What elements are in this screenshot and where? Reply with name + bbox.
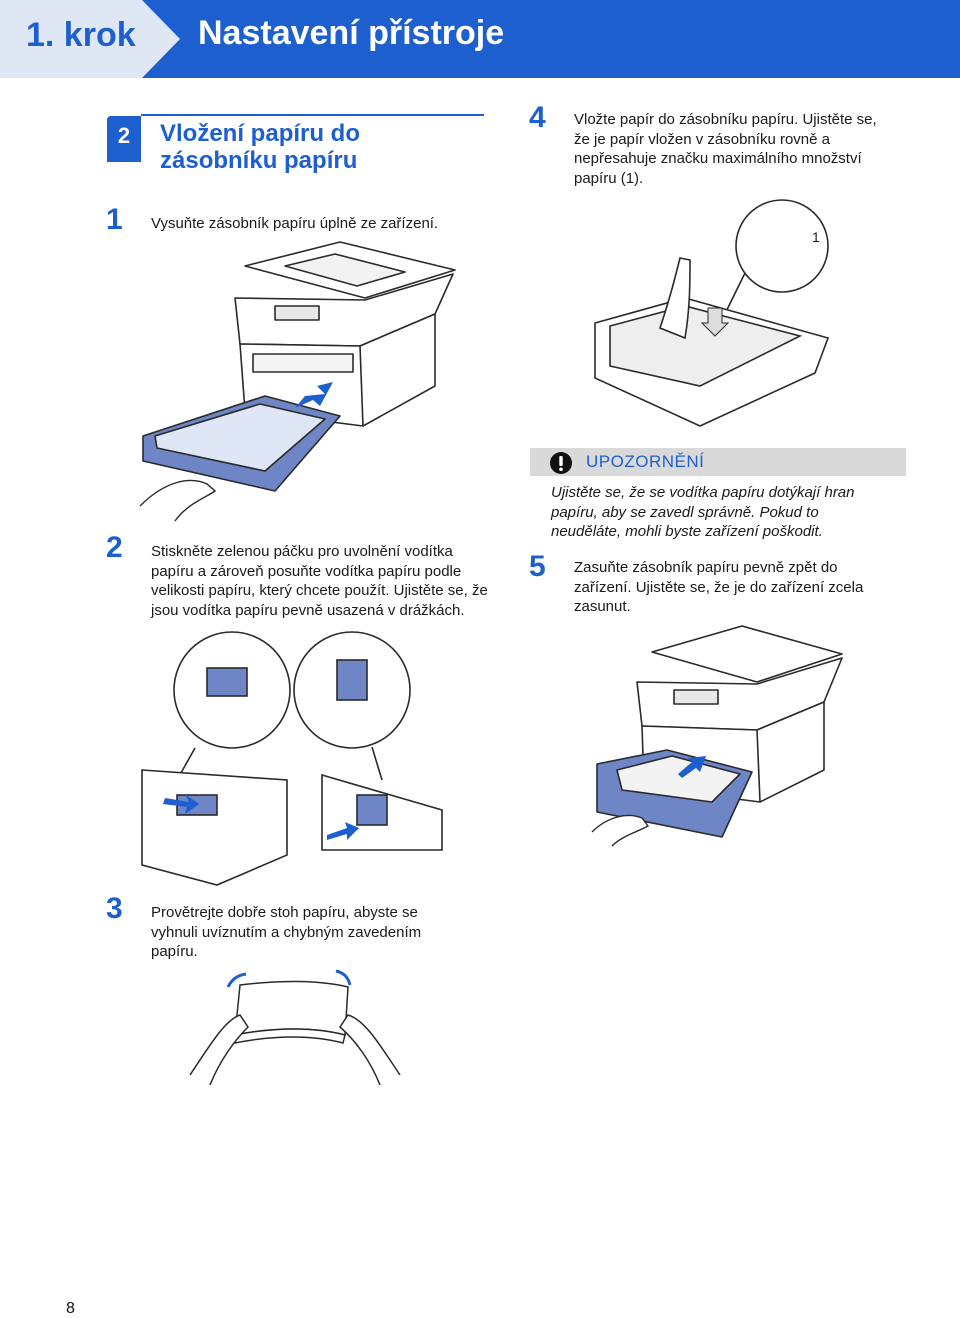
section-title-line: Vložení papíru do — [160, 120, 361, 147]
warning-icon — [550, 452, 572, 474]
printer-tray-in-illustration — [591, 625, 843, 847]
step-tab — [0, 0, 180, 78]
step-line: nepřesahuje značku maximálního množství — [574, 150, 862, 167]
section-title-line: zásobníku papíru — [160, 147, 358, 174]
caution-line: papíru, aby se zavedl správně. Pokud to — [551, 503, 819, 521]
step-line: papíru a zároveň posuňte vodítka papíru … — [151, 562, 462, 580]
printer-tray-out-illustration — [139, 241, 456, 522]
step-text: Vložte papír do zásobníku papíru. Ujistě… — [574, 110, 914, 188]
step-number: 1 — [106, 203, 123, 236]
step-line: velikosti papíru, který chcete použít. U… — [151, 582, 488, 599]
step-line: papíru (1). — [574, 169, 644, 187]
caution-line: neuděláte, mohli byste zařízení poškodit… — [551, 523, 823, 540]
section-number: 2 — [107, 116, 141, 162]
callout-label: 1 — [812, 229, 820, 245]
paper-guides-illustration — [141, 631, 443, 886]
step-line: zasunut. — [574, 598, 631, 615]
step-line: Provětrejte dobře stoh papíru, abyste se — [151, 904, 418, 921]
step-number: 2 — [106, 531, 123, 564]
step-line: Vysuňte zásobník papíru úplně ze zařízen… — [151, 215, 439, 232]
step-label: 1. krok — [26, 16, 136, 54]
step-number: 4 — [529, 101, 546, 134]
step-line: Zasuňte zásobník papíru pevně zpět do — [574, 559, 838, 576]
section-rule — [141, 114, 484, 116]
step-line: Vložte papír do zásobníku papíru. Ujistě… — [574, 111, 877, 128]
fan-paper-illustration — [189, 969, 401, 1086]
step-text: Provětrejte dobře stoh papíru, abyste se… — [151, 903, 471, 962]
section-title: Vložení papíru do zásobníku papíru — [160, 120, 480, 174]
step-line: vyhnuli uvíznutím a chybným zavedením — [151, 923, 422, 941]
step-line: zařízení. Ujistěte se, že je do zařízení… — [574, 578, 864, 596]
step-line: papíru. — [151, 943, 198, 960]
page-number: 8 — [66, 1300, 75, 1317]
caution-title: UPOZORNĚNÍ — [586, 452, 705, 471]
step-line: Stiskněte zelenou páčku pro uvolnění vod… — [151, 543, 453, 560]
load-paper-illustration: 1 — [594, 199, 830, 427]
caution-bar — [530, 448, 906, 476]
page-title: Nastavení přístroje — [198, 14, 505, 52]
step-text: Vysuňte zásobník papíru úplně ze zařízen… — [151, 214, 481, 234]
caution-line: Ujistěte se, že se vodítka papíru dotýka… — [551, 484, 855, 501]
step-text: Zasuňte zásobník papíru pevně zpět do za… — [574, 558, 914, 617]
caution-text: Ujistěte se, že se vodítka papíru dotýka… — [551, 483, 901, 542]
step-line: jsou vodítka papíru pevně usazená v dráž… — [151, 601, 465, 619]
step-number: 3 — [106, 892, 123, 925]
step-text: Stiskněte zelenou páčku pro uvolnění vod… — [151, 542, 496, 620]
step-number: 5 — [529, 550, 546, 583]
step-line: že je papír vložen v zásobníku rovně a — [574, 130, 830, 148]
